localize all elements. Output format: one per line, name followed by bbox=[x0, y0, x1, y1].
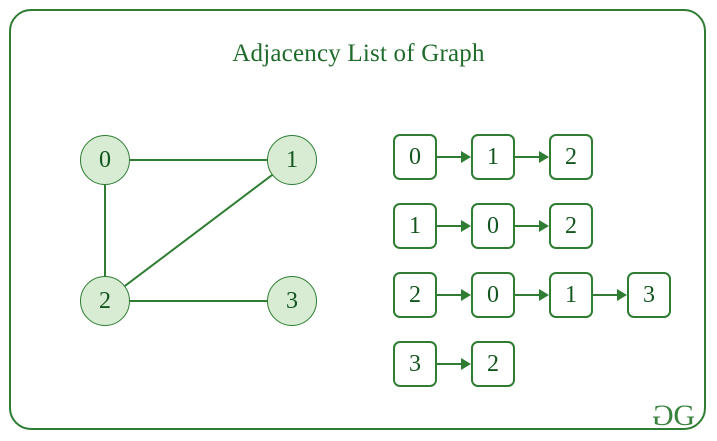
arrow-icon bbox=[515, 151, 549, 163]
graph-node-2: 2 bbox=[80, 276, 130, 326]
adjacency-row-3-item-0: 2 bbox=[471, 341, 515, 387]
page-title: Adjacency List of Graph bbox=[232, 40, 485, 67]
adjacency-row-0-item-1: 2 bbox=[549, 134, 593, 180]
adjacency-row-0-item-0: 1 bbox=[471, 134, 515, 180]
adjacency-list-figure: 0 1 2 1 0 2 2 0 1 3 3 2 bbox=[393, 128, 703, 393]
adjacency-row-2-item-1: 1 bbox=[549, 272, 593, 318]
arrow-icon bbox=[515, 289, 549, 301]
adjacency-row-2-item-0: 0 bbox=[471, 272, 515, 318]
arrow-icon bbox=[437, 220, 471, 232]
arrow-icon bbox=[437, 358, 471, 370]
graph-node-1: 1 bbox=[267, 135, 317, 185]
adjacency-row-0: 0 1 2 bbox=[393, 133, 593, 181]
adjacency-row-3-head: 3 bbox=[393, 341, 437, 387]
gfg-watermark: GG bbox=[652, 399, 695, 433]
adjacency-row-1-item-0: 0 bbox=[471, 203, 515, 249]
adjacency-row-1-head: 1 bbox=[393, 203, 437, 249]
arrow-icon bbox=[437, 151, 471, 163]
arrow-icon bbox=[593, 289, 627, 301]
graph-node-3: 3 bbox=[267, 276, 317, 326]
adjacency-row-3: 3 2 bbox=[393, 340, 515, 388]
adjacency-row-2: 2 0 1 3 bbox=[393, 271, 671, 319]
arrow-icon bbox=[515, 220, 549, 232]
graph-node-0: 0 bbox=[80, 135, 130, 185]
adjacency-row-2-head: 2 bbox=[393, 272, 437, 318]
adjacency-row-0-head: 0 bbox=[393, 134, 437, 180]
edge-1-2 bbox=[104, 159, 293, 302]
watermark-left-glyph: G bbox=[651, 399, 674, 432]
watermark-right-glyph: G bbox=[673, 399, 695, 432]
adjacency-row-1: 1 0 2 bbox=[393, 202, 593, 250]
graph-figure: 0 1 2 3 bbox=[60, 115, 360, 355]
arrow-icon bbox=[437, 289, 471, 301]
adjacency-row-1-item-1: 2 bbox=[549, 203, 593, 249]
adjacency-row-2-item-2: 3 bbox=[627, 272, 671, 318]
